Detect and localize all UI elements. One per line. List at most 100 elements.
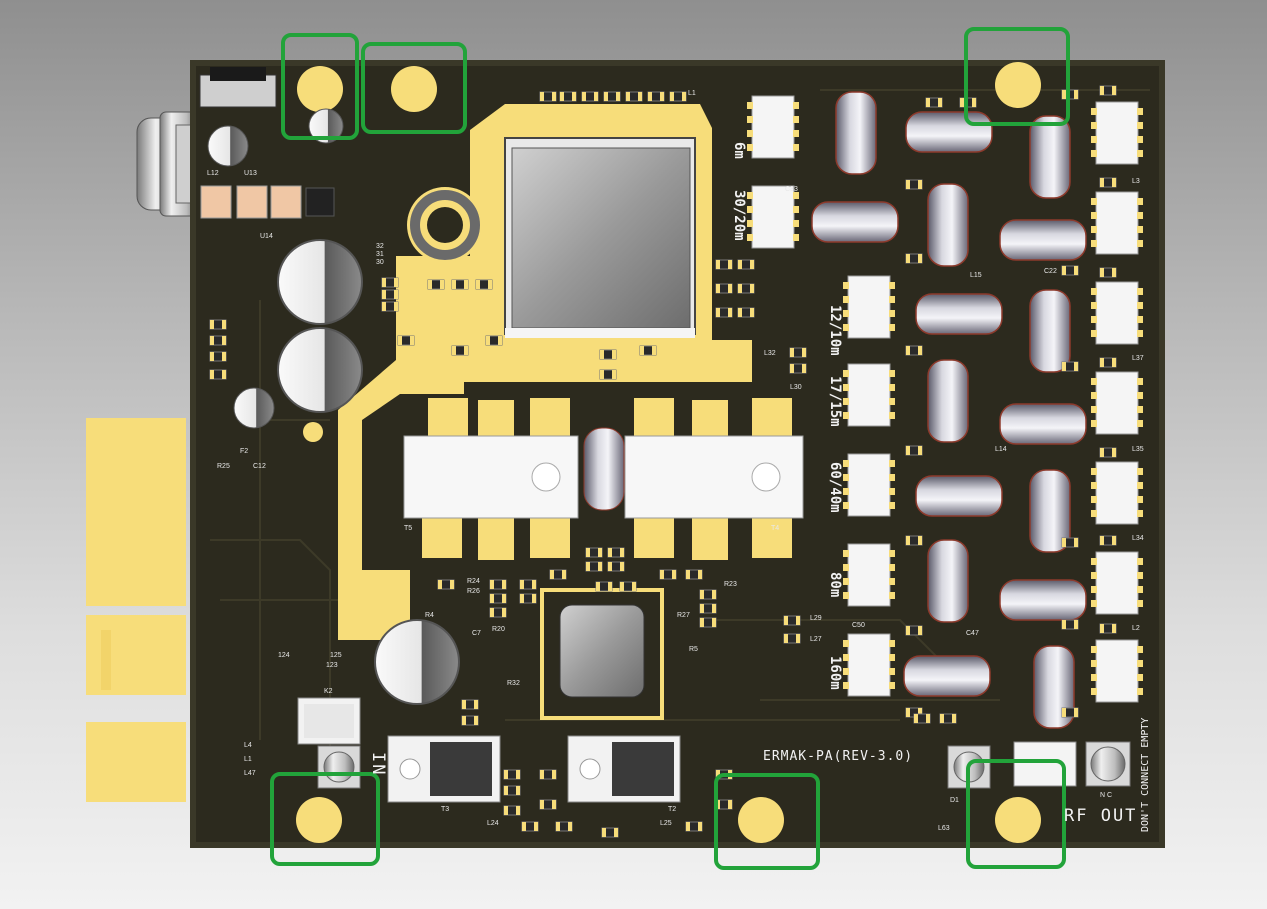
refdes-label: D1 bbox=[950, 797, 959, 804]
refdes-label: C12 bbox=[253, 463, 266, 470]
smd-part bbox=[485, 335, 503, 346]
refdes-label: R4 bbox=[425, 612, 434, 619]
smd-part bbox=[519, 579, 537, 590]
smd-part bbox=[737, 307, 755, 318]
smd-part bbox=[503, 769, 521, 780]
smd-part bbox=[925, 97, 943, 108]
rf-in-label: IN bbox=[368, 752, 388, 777]
smd-components bbox=[209, 85, 1117, 838]
relay bbox=[1095, 191, 1139, 255]
smd-part bbox=[789, 347, 807, 358]
smd-part bbox=[585, 561, 603, 572]
refdes-label: R23 bbox=[724, 581, 737, 588]
refdes-label: L14 bbox=[995, 446, 1007, 453]
highlight-box bbox=[281, 33, 359, 140]
smd-part bbox=[639, 345, 657, 356]
relay bbox=[847, 453, 891, 517]
highlight-boxes bbox=[270, 27, 1070, 870]
refdes-label: R26 bbox=[467, 588, 480, 595]
toroid-inductor bbox=[835, 91, 877, 175]
highlight-box bbox=[714, 773, 820, 870]
mosfet-icon bbox=[403, 427, 804, 519]
toroid-inductor bbox=[999, 219, 1087, 261]
band-label-160m: 160m bbox=[827, 656, 843, 690]
smd-part bbox=[905, 445, 923, 456]
smd-part bbox=[599, 349, 617, 360]
refdes-label: U14 bbox=[260, 233, 273, 240]
smd-part bbox=[427, 279, 445, 290]
toroid-inductor bbox=[927, 359, 969, 443]
smd-part bbox=[381, 277, 399, 288]
smd-part bbox=[1099, 357, 1117, 368]
refdes-label: L47 bbox=[244, 770, 256, 777]
smd-part bbox=[595, 581, 613, 592]
refdes-label: K2 bbox=[324, 688, 333, 695]
smd-part bbox=[607, 547, 625, 558]
toroid-inductor bbox=[1029, 115, 1071, 199]
bnc-connector-icon bbox=[136, 111, 200, 217]
smd-part bbox=[737, 283, 755, 294]
relay bbox=[847, 275, 891, 339]
refdes-label: L25 bbox=[660, 820, 672, 827]
refdes-label: R27 bbox=[677, 612, 690, 619]
board-title: ERMAK-PA(REV-3.0) bbox=[763, 749, 914, 764]
refdes-label: L4 bbox=[244, 742, 252, 749]
smd-part bbox=[1099, 535, 1117, 546]
band-label-17-15m: 17/15m bbox=[827, 376, 843, 427]
smd-part bbox=[489, 579, 507, 590]
smd-part bbox=[559, 91, 577, 102]
smd-part bbox=[475, 279, 493, 290]
smd-part bbox=[685, 821, 703, 832]
smd-part bbox=[209, 335, 227, 346]
toroid-inductor bbox=[1029, 469, 1071, 553]
toroid-inductor bbox=[811, 201, 899, 243]
refdes-label: R5 bbox=[689, 646, 698, 653]
smd-part bbox=[549, 569, 567, 580]
smd-part bbox=[461, 715, 479, 726]
smd-part bbox=[1099, 85, 1117, 96]
refdes-label: L34 bbox=[1132, 535, 1144, 542]
refdes-label: C47 bbox=[966, 630, 979, 637]
refdes-label: 31 bbox=[376, 251, 384, 258]
smd-part bbox=[585, 547, 603, 558]
refdes-label: 125 bbox=[330, 652, 342, 659]
relay bbox=[1095, 371, 1139, 435]
refdes-label: L15 bbox=[970, 272, 982, 279]
relay bbox=[1095, 639, 1139, 703]
smd-part bbox=[905, 345, 923, 356]
refdes-label: T2 bbox=[668, 806, 677, 813]
smd-part bbox=[789, 363, 807, 374]
smd-part bbox=[437, 579, 455, 590]
smd-part bbox=[1061, 537, 1079, 548]
refdes-label: L30 bbox=[790, 384, 802, 391]
smd-part bbox=[451, 279, 469, 290]
toroid-inductor bbox=[927, 539, 969, 623]
sma-connector-icon bbox=[317, 741, 1131, 789]
refdes-label: L1 bbox=[688, 90, 696, 97]
mounting-pads bbox=[296, 62, 1041, 843]
smd-part bbox=[209, 369, 227, 380]
smd-part bbox=[905, 253, 923, 264]
relay bbox=[847, 633, 891, 697]
electrolytic-capacitor-icon bbox=[207, 108, 460, 705]
driver-transistors bbox=[297, 697, 681, 803]
refdes-label: L37 bbox=[1132, 355, 1144, 362]
refdes-label: L63 bbox=[938, 825, 950, 832]
relay bbox=[1095, 461, 1139, 525]
relay bbox=[1095, 101, 1139, 165]
refdes-label: R20 bbox=[492, 626, 505, 633]
refdes-label: C22 bbox=[1044, 268, 1057, 275]
smd-part bbox=[539, 769, 557, 780]
smd-part bbox=[601, 827, 619, 838]
smd-part bbox=[669, 91, 687, 102]
smd-part bbox=[1061, 265, 1079, 276]
relay bbox=[1095, 281, 1139, 345]
toroid-inductor bbox=[915, 293, 1003, 335]
smd-part bbox=[905, 535, 923, 546]
smd-part bbox=[209, 319, 227, 330]
smd-part bbox=[489, 593, 507, 604]
toroid-inductor-icon bbox=[811, 91, 1087, 729]
refdes-label: 32 bbox=[376, 243, 384, 250]
smd-part bbox=[715, 283, 733, 294]
refdes-label: L3 bbox=[1132, 178, 1140, 185]
